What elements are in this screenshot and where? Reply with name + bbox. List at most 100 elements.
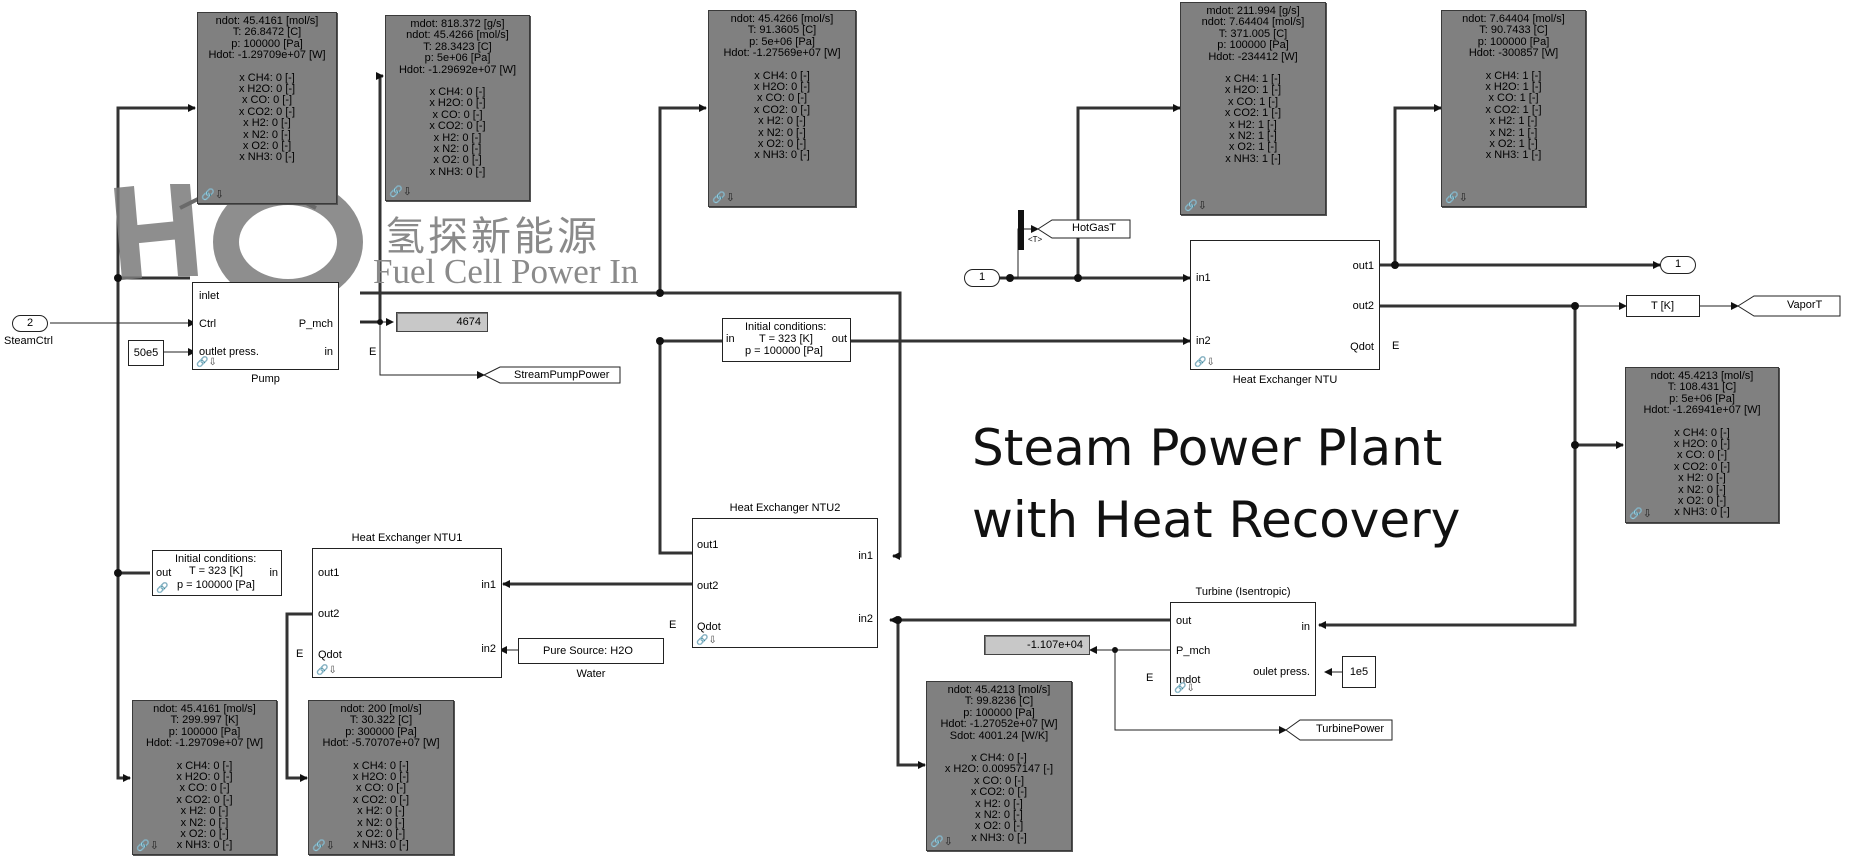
display-hx2-out[interactable]: ndot: 45.4266 [mol/s]T: 91.3605 [C]p: 5e… (708, 10, 856, 207)
display-line: x CO2: 1 [-] (1485, 103, 1542, 116)
init-top-title: Initial conditions: (745, 321, 827, 333)
display-line: Hdot: -234412 [W] (1208, 50, 1298, 63)
hx2-qdot-port: Qdot (697, 621, 721, 633)
hx1-qdot-port: Qdot (318, 649, 342, 661)
display-line: x O2: 0 [-] (974, 820, 1024, 833)
pressure-const-50e5[interactable]: 50e5 (128, 340, 164, 366)
vapor-tag[interactable]: VaporT (1787, 299, 1823, 311)
heat-exchanger-ntu2[interactable]: out1 out2 Qdot in1 in2 🔗⇩ (692, 518, 878, 648)
display-line: T: 299.997 [K] (170, 714, 239, 727)
display-line: T: 26.8472 [C] (232, 26, 302, 39)
display-line: x H2: 0 [-] (243, 117, 291, 130)
terminator-hx2: E (669, 619, 677, 631)
temperature-convert[interactable]: T [K] (1626, 295, 1700, 317)
link-icon: 🔗⇩ (1194, 357, 1215, 368)
steamctrl-inport[interactable]: 2 (12, 315, 48, 332)
display-pump-inlet[interactable]: ndot: 45.4161 [mol/s]T: 26.8472 [C]p: 10… (197, 12, 337, 204)
display-line: x N2: 0 [-] (758, 126, 806, 139)
display-hotgas[interactable]: mdot: 211.994 [g/s]ndot: 7.64404 [mol/s]… (1180, 2, 1326, 215)
init-top-in-port: in (726, 333, 735, 345)
display-line: ndot: 200 [mol/s] (340, 703, 422, 715)
pump-block[interactable]: inlet Ctrl outlet press. P_mch in 🔗⇩ (192, 282, 339, 370)
init-conditions-left[interactable]: Initial conditions: T = 323 [K] p = 1000… (152, 550, 282, 596)
display-line: x O2: 1 [-] (1228, 141, 1278, 154)
display-pump-outlet[interactable]: mdot: 818.372 [g/s]ndot: 45.4266 [mol/s]… (385, 15, 530, 201)
display-line: T: 91.3605 [C] (747, 24, 817, 37)
watermark-cn: 氢探新能源 (385, 214, 600, 259)
link-icon: 🔗⇩ (136, 839, 159, 852)
display-line: Hdot: -1.29709e+07 [W] (208, 49, 326, 62)
display-init-left[interactable]: ndot: 45.4161 [mol/s]T: 299.997 [K]p: 10… (132, 700, 277, 855)
display-turbine-out[interactable]: ndot: 45.4213 [mol/s]T: 99.8236 [C]p: 10… (926, 681, 1072, 851)
init-top-out-port: out (831, 333, 847, 345)
display-line: T: 99.8236 [C] (964, 695, 1034, 708)
display-line: x CH4: 0 [-] (429, 86, 486, 99)
pump-in-port: in (324, 346, 333, 358)
turbine-block[interactable]: out P_mch mdot in oulet press. 🔗⇩ (1170, 602, 1316, 696)
temperature-label: T [K] (1651, 300, 1675, 312)
heat-exchanger-ntu1[interactable]: out1 out2 Qdot in1 in2 🔗⇩ (312, 548, 502, 678)
terminator-hx: E (1392, 340, 1400, 352)
hx-outport[interactable]: 1 (1660, 256, 1696, 274)
display-line: x CO: 0 [-] (355, 782, 407, 795)
link-icon: 🔗⇩ (1184, 199, 1207, 212)
display-line: p: 100000 [Pa] (1477, 35, 1550, 48)
display-line: x O2: 1 [-] (1489, 138, 1538, 151)
display-line: T: 90.7433 [C] (1479, 24, 1548, 37)
display-line: x H2O: 0.00957147 [-] (944, 763, 1054, 776)
pump-power-display[interactable]: 4674 (396, 312, 488, 332)
display-gap (309, 750, 453, 761)
init-left-T: T = 323 [K] (189, 565, 243, 577)
display-line: x H2O: 0 [-] (238, 83, 296, 96)
hotgas-inport[interactable]: 1 (964, 269, 1000, 287)
display-line: ndot: 45.4161 [mol/s] (215, 15, 319, 27)
watermark-en: Fuel Cell Power In (373, 252, 639, 291)
hx-ntu-caption: Heat Exchanger NTU (1232, 374, 1338, 386)
turbine-power-display[interactable]: -1.107e+04 (984, 635, 1090, 655)
display-line: x CH4: 0 [-] (176, 759, 233, 772)
display-line: x H2: 0 [-] (1678, 472, 1726, 485)
link-icon: 🔗⇩ (201, 188, 224, 201)
title-line-2: with Heat Recovery (972, 491, 1461, 549)
turbine-caption: Turbine (Isentropic) (1195, 586, 1291, 598)
display-line: x CH4: 0 [-] (239, 71, 295, 84)
turbine-power-tag[interactable]: TurbinePower (1316, 723, 1385, 735)
display-line: x CO: 0 [-] (241, 94, 293, 107)
display-line: x CO2: 0 [-] (238, 105, 296, 118)
pump-power-tag[interactable]: StreamPumpPower (514, 369, 610, 381)
display-line: x CO: 1 [-] (1227, 95, 1279, 108)
display-line: x CO2: 1 [-] (1224, 107, 1282, 120)
init-conditions-top[interactable]: Initial conditions: T = 323 [K] p = 1000… (722, 318, 851, 362)
init-left-title: Initial conditions: (175, 553, 257, 565)
display-line: x O2: 0 [-] (242, 140, 292, 153)
display-gap (198, 62, 336, 73)
display-gap (709, 60, 855, 71)
pump-ctrl-port: Ctrl (199, 318, 217, 330)
init-left-out-port: out (156, 567, 172, 579)
display-line: Hdot: -300857 [W] (1468, 47, 1559, 60)
pump-pmch-port: P_mch (298, 318, 333, 330)
pure-source-h2o[interactable]: Pure Source: H2O (518, 638, 664, 664)
link-icon: 🔗⇩ (696, 635, 717, 646)
pump-outlet-press-port: outlet press. (199, 346, 259, 358)
turbine-outlet-press-port: oulet press. (1253, 666, 1310, 678)
heat-exchanger-ntu[interactable]: in1 in2 out1 out2 Qdot 🔗⇩ (1190, 240, 1380, 370)
hx1-out2-port: out2 (318, 608, 340, 620)
hotgas-tag[interactable]: HotGasT (1072, 222, 1117, 234)
display-line: p: 5e+06 [Pa] (749, 35, 815, 48)
hx2-out1-port: out1 (697, 539, 719, 551)
display-hx1-out2[interactable]: ndot: 200 [mol/s]T: 30.322 [C]p: 300000 … (308, 700, 454, 855)
display-hx-out1[interactable]: ndot: 7.64404 [mol/s]T: 90.7433 [C]p: 10… (1441, 10, 1586, 207)
pressure-const-1e5[interactable]: 1e5 (1342, 656, 1376, 688)
pump-caption: Pump (251, 373, 280, 385)
display-line: Sdot: 4001.24 [W/K] (949, 729, 1049, 742)
init-top-p: p = 100000 [Pa] (745, 345, 823, 357)
display-hx-out2[interactable]: ndot: 45.4213 [mol/s]T: 108.431 [C]p: 5e… (1625, 367, 1779, 523)
pump-inlet-port: inlet (199, 290, 220, 302)
display-line: x H2: 1 [-] (1229, 118, 1277, 131)
hx-out2-port: out2 (1352, 300, 1374, 312)
hx-qdot-port: Qdot (1350, 341, 1374, 353)
link-icon: 🔗⇩ (316, 665, 337, 676)
init-left-in-port: in (269, 567, 278, 579)
